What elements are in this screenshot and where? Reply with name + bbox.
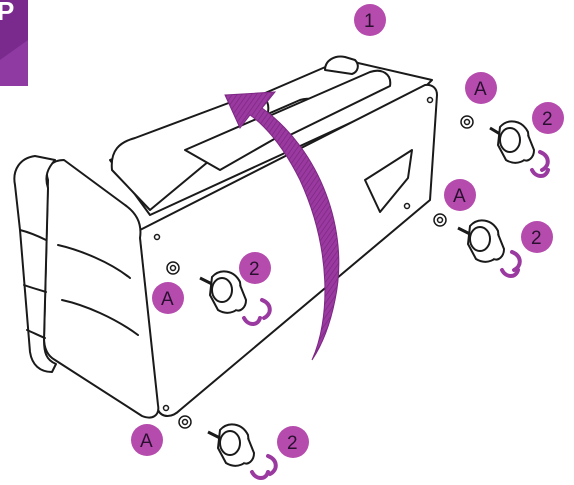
flip-rotation-arrow (224, 91, 340, 361)
foot-right-top (489, 120, 536, 164)
badge-2-right-middle: 2 (521, 221, 553, 253)
sofa-underside (139, 83, 438, 417)
badge-a-right-middle-text: A (453, 186, 466, 207)
badge-2-bottom-text: 2 (287, 433, 298, 454)
badge-a-right-middle: A (444, 179, 476, 211)
badge-2-right-middle-text: 2 (531, 228, 542, 249)
sofa-illustration (13, 55, 438, 419)
badge-2-left: 2 (239, 252, 271, 284)
badge-2-right-top-text: 2 (542, 109, 553, 130)
badge-step-1: 1 (354, 4, 386, 36)
sofa-handle-cutout (364, 149, 413, 213)
badge-a-right-top: A (465, 72, 497, 104)
foot-right-middle (457, 219, 506, 263)
twist-arrows (242, 150, 550, 480)
badge-a-left: A (152, 282, 184, 314)
foot-bottom (207, 423, 256, 467)
sofa-armrest-roll (13, 155, 57, 373)
badge-a-left-text: A (161, 289, 174, 310)
sofa-near-armrest (43, 159, 160, 419)
badge-2-left-text: 2 (249, 259, 260, 280)
badge-a-bottom: A (131, 424, 163, 456)
label-badges: 1 A 2 A 2 A 2 A (131, 4, 564, 458)
sofa-far-armrest (324, 55, 359, 75)
step-tab-label: P (0, 0, 14, 26)
foot-left (199, 270, 248, 314)
badge-a-bottom-text: A (140, 431, 153, 452)
screw-holes (153, 96, 474, 429)
badge-2-bottom: 2 (277, 426, 309, 458)
badge-2-right-top: 2 (532, 102, 564, 134)
feet (199, 120, 536, 467)
badge-a-right-top-text: A (474, 79, 487, 100)
badge-step-1-text: 1 (364, 11, 375, 32)
sofa-cushion-right (259, 69, 392, 136)
step-tab: P (0, 0, 28, 86)
